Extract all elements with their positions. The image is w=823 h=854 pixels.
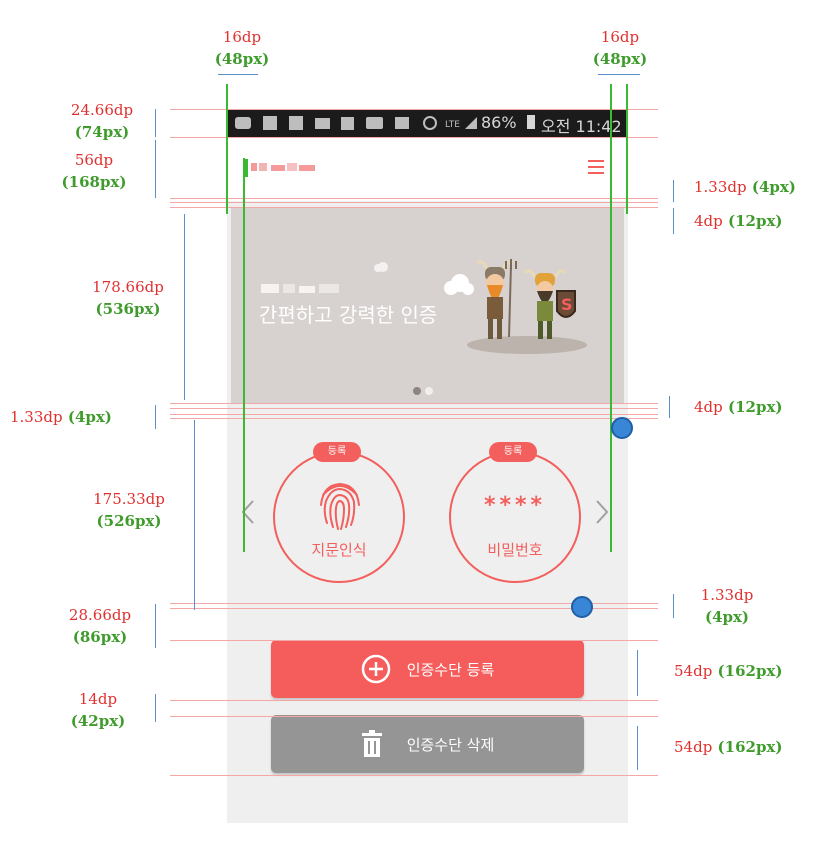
measure-banner-gap-right: 4dp (12px) — [694, 212, 783, 230]
banner[interactable]: 간편하고 강력한 인증 — [231, 207, 624, 403]
register-button-label: 인증수단 등록 — [406, 660, 495, 679]
delete-button-label: 인증수단 삭제 — [406, 735, 495, 754]
auth-methods-area: 지문인식 등록 **** 비밀번호 등록 — [227, 407, 628, 603]
measure-top-gap-button: 28.66dp (86px) — [68, 606, 132, 646]
plus-circle-icon — [361, 654, 390, 684]
measure-left-margin: 16dp (48px) — [214, 28, 270, 68]
measure-register-button: 54dp (162px) — [674, 662, 783, 680]
margin-guide — [243, 158, 245, 552]
dimension-arrow — [673, 594, 674, 618]
dimension-arrow — [155, 140, 156, 198]
app-logo — [251, 163, 315, 171]
guide-line — [170, 137, 658, 138]
guide-line — [170, 414, 658, 415]
measure-methods-bottom: 1.33dp (4px) — [700, 586, 754, 626]
guide-line — [170, 716, 658, 717]
status-bar: LTE 86% 오전 11:42 — [227, 109, 628, 137]
guide-line — [170, 202, 658, 203]
dimension-arrow — [598, 74, 640, 75]
trash-icon — [361, 730, 382, 757]
fingerprint-icon — [320, 482, 360, 530]
clock: 오전 11:42 — [541, 117, 622, 136]
guide-line — [170, 775, 658, 776]
measure-right-margin: 16dp (48px) — [592, 28, 648, 68]
guide-line — [170, 198, 658, 199]
dimension-arrow — [673, 180, 674, 202]
guide-line — [170, 700, 658, 701]
method-fingerprint[interactable]: 지문인식 — [273, 451, 405, 583]
guide-line — [170, 603, 658, 604]
app-logo-mark — [245, 159, 248, 177]
menu-icon[interactable] — [588, 160, 604, 174]
measure-button-gap: 14dp (42px) — [70, 690, 126, 730]
dimension-arrow — [194, 420, 195, 610]
app-bar — [227, 137, 628, 201]
dimension-arrow — [673, 208, 674, 234]
measure-methods-gap-right: 4dp (12px) — [694, 398, 783, 416]
measure-divider-left: 1.33dp (4px) — [10, 408, 112, 426]
touch-marker — [571, 596, 593, 618]
delete-auth-button[interactable]: 인증수단 삭제 — [271, 715, 584, 773]
banner-subtitle: 간편하고 강력한 인증 — [259, 303, 438, 327]
status-icons: LTE — [235, 116, 477, 130]
battery-percent: 86% — [481, 113, 517, 132]
method-label: 지문인식 — [311, 541, 367, 559]
measure-divider-right: 1.33dp (4px) — [694, 178, 796, 196]
touch-marker — [611, 417, 633, 439]
pager-dot[interactable] — [425, 387, 433, 395]
chevron-right-icon[interactable] — [595, 499, 609, 525]
viking-characters-illustration: S — [467, 259, 587, 354]
banner-logo — [261, 284, 339, 293]
register-badge[interactable]: 등록 — [313, 442, 361, 462]
margin-guide — [610, 84, 612, 552]
method-password[interactable]: **** 비밀번호 — [449, 451, 581, 583]
dimension-arrow — [155, 109, 156, 137]
guide-line — [170, 207, 658, 208]
measure-status-bar: 24.66dp (74px) — [70, 101, 134, 141]
method-label: 비밀번호 — [487, 541, 543, 559]
guide-line — [170, 418, 658, 419]
dimension-arrow — [218, 74, 258, 75]
register-badge[interactable]: 등록 — [489, 442, 537, 462]
password-dots: **** — [483, 493, 547, 518]
phone-screen: LTE 86% 오전 11:42 간편하고 강력한 인증 — [227, 109, 628, 823]
guide-line — [170, 408, 658, 409]
dimension-arrow — [669, 396, 670, 418]
battery-icon — [527, 115, 535, 129]
svg-text:LTE: LTE — [445, 120, 460, 130]
dimension-arrow — [637, 726, 638, 770]
margin-guide — [226, 84, 228, 214]
dimension-arrow — [184, 214, 185, 400]
margin-guide — [626, 84, 628, 214]
guide-line — [170, 608, 658, 609]
guide-line — [170, 640, 658, 641]
measure-banner: 178.66dp (536px) — [92, 278, 164, 318]
dimension-arrow — [155, 694, 156, 722]
register-auth-button[interactable]: 인증수단 등록 — [271, 640, 584, 698]
dimension-arrow — [637, 650, 638, 696]
svg-text:S: S — [561, 295, 573, 314]
cloud-icon — [374, 262, 388, 272]
guide-line — [170, 403, 658, 404]
pager-dot-active[interactable] — [413, 387, 421, 395]
guide-line — [170, 109, 658, 110]
dimension-arrow — [155, 405, 156, 429]
measure-app-bar: 56dp (168px) — [61, 151, 127, 191]
dimension-arrow — [155, 604, 156, 648]
cloud-icon — [444, 274, 474, 295]
measure-methods: 175.33dp (526px) — [93, 490, 165, 530]
measure-delete-button: 54dp (162px) — [674, 738, 783, 756]
